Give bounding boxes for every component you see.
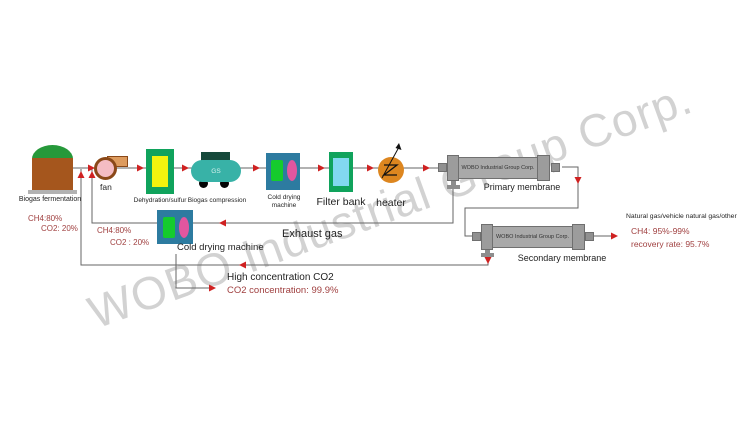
secondary-membrane-cap-right — [572, 224, 585, 250]
product-recovery-value: recovery rate: 95.7% — [631, 239, 710, 249]
fan-icon — [94, 157, 117, 180]
fermenter-ch4-value: CH4:80% — [28, 214, 63, 223]
label-high-concentration-co2: High concentration CO2 — [227, 272, 334, 283]
fermenter-dome — [32, 145, 73, 159]
label-cold-drying-1-line1: Cold drying — [267, 194, 301, 201]
label-cold-drying-1: Cold drying machine — [261, 194, 307, 210]
cold-drying-2-pink-dial — [179, 217, 189, 238]
label-filter-bank: Filter bank — [316, 196, 366, 208]
secondary-membrane-outlet — [585, 232, 594, 241]
cold-drying-1-green-panel — [271, 160, 283, 181]
compressor-wheel-right — [220, 179, 229, 188]
compressor-top — [201, 152, 230, 161]
primary-membrane-inlet — [438, 163, 447, 172]
secondary-membrane-drain-flange — [481, 253, 494, 257]
heater-icon — [378, 143, 404, 183]
co2-concentration-value: CO2 concentration: 99.9% — [227, 285, 339, 296]
compressor-wheel-left — [199, 179, 208, 188]
label-cold-drying-1-line2: machine — [271, 201, 297, 209]
primary-membrane-drain-stem — [451, 181, 456, 185]
cold-drying-2-green-panel — [163, 217, 175, 238]
primary-membrane-outlet — [551, 163, 560, 172]
flow-arrows — [77, 164, 618, 292]
secondary-membrane-drain-stem — [485, 250, 490, 253]
dehydration-unit-core — [152, 156, 168, 187]
label-exhaust-gas: Exhaust gas — [282, 228, 343, 240]
product-ch4-value: CH4: 95%-99% — [631, 226, 690, 236]
secondary-membrane-body: WOBO Industrial Group Corp. — [492, 226, 573, 248]
recycle-co2-value: CO2 : 20% — [110, 238, 150, 247]
label-biogas-compression: Biogas compression — [187, 197, 247, 204]
label-biogas-fermentation: Biogas fermentation — [18, 196, 82, 203]
compressor-body: GS — [191, 160, 241, 182]
primary-membrane-drain-flange — [447, 185, 460, 189]
label-primary-membrane: Primary membrane — [483, 182, 561, 192]
filter-bank-core — [333, 158, 349, 186]
fermenter-base — [28, 190, 77, 194]
primary-membrane-body: WOBO Industrial Group Corp. — [458, 157, 538, 179]
compressor-badge: GS — [211, 167, 221, 175]
primary-membrane-brand-text: WOBO Industrial Group Corp. — [461, 165, 535, 171]
recycle-ch4-value: CH4:80% — [97, 226, 132, 235]
secondary-membrane-inlet — [472, 232, 481, 241]
label-fan: fan — [100, 182, 112, 192]
label-cold-drying-2: Cold drying machine — [177, 242, 264, 253]
label-heater: heater — [376, 197, 406, 209]
primary-membrane-cap-right — [537, 155, 550, 181]
fermenter-co2-value: CO2: 20% — [41, 224, 78, 233]
label-secondary-membrane: Secondary membrane — [517, 253, 607, 263]
label-dehydration: Dehydration/sulfur — [133, 197, 187, 204]
label-product-gas: Natural gas/vehicle natural gas/other — [626, 213, 737, 220]
cold-drying-1-pink-dial — [287, 160, 297, 181]
fermenter-tank — [32, 158, 73, 191]
secondary-membrane-brand-text: WOBO Industrial Group Corp. — [495, 234, 570, 240]
